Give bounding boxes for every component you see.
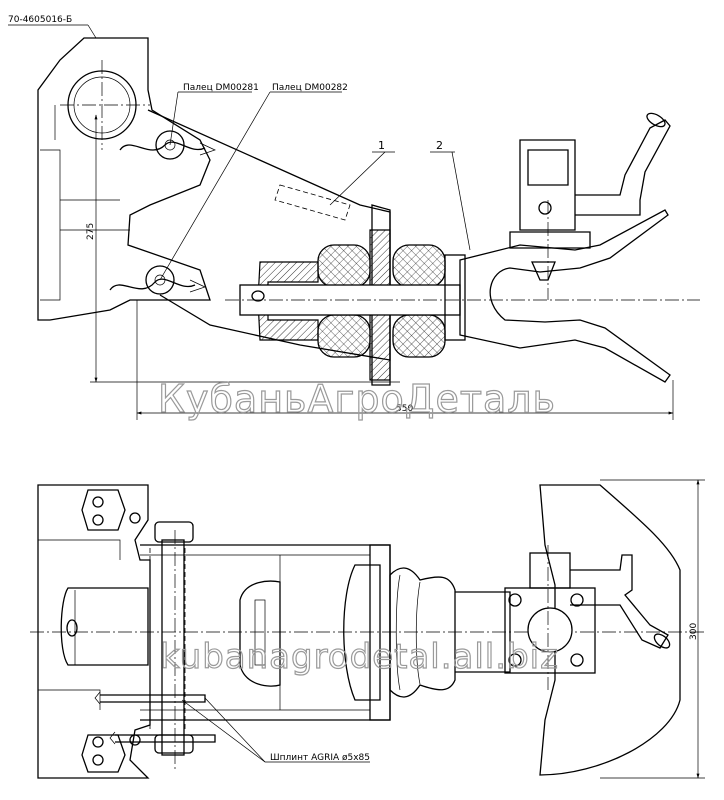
rubber-cushion-top-right — [392, 244, 446, 288]
shaft-housing-plan — [239, 580, 281, 687]
upper-eye-plan — [60, 587, 149, 666]
drawing-code: 70-4605016-Б — [8, 15, 72, 25]
item1-label: 1 — [378, 139, 385, 152]
cotter-pin-upper — [100, 694, 206, 703]
plan-view: Шплинт AGRIA ø5х85 300 kubanagrodetal.al — [30, 479, 705, 779]
pin-shaft-plan — [161, 539, 185, 756]
side-view: 70-4605016-Б Палец DM00281 — [8, 15, 700, 422]
pin-head-top — [154, 521, 194, 543]
lock-handle-plan — [570, 554, 669, 649]
rubber-cushion-bottom-right — [392, 314, 446, 358]
rubber-cushion-bottom-left — [317, 314, 371, 358]
watermark-top: КубаньАгроДеталь — [158, 377, 556, 421]
mounting-plate — [37, 484, 151, 779]
cotter-label: Шплинт AGRIA ø5х85 — [270, 753, 370, 763]
pin-housing — [519, 139, 576, 231]
cotter-pin-lower — [115, 734, 216, 743]
lower-pin — [109, 265, 206, 295]
dimension-width: 300 — [689, 623, 699, 640]
rubber-cushion-top-left — [317, 244, 371, 288]
watermark-bottom: kubanagrodetal.all.biz — [160, 637, 559, 677]
hidden-slot — [274, 184, 351, 221]
pin2-label: Палец DM00282 — [272, 83, 348, 93]
dimension-length: 550 — [396, 404, 413, 414]
item2-label: 2 — [436, 139, 443, 152]
dimension-height: 275 — [86, 223, 96, 240]
hitch-jaw-plan — [539, 484, 681, 776]
upper-pin — [119, 130, 216, 160]
lock-handle — [575, 119, 671, 216]
mounting-bracket — [37, 37, 211, 321]
hitch-jaw — [459, 209, 671, 383]
pin1-label: Палец DM00281 — [183, 83, 259, 93]
rubber-bushing-plan — [343, 564, 381, 701]
